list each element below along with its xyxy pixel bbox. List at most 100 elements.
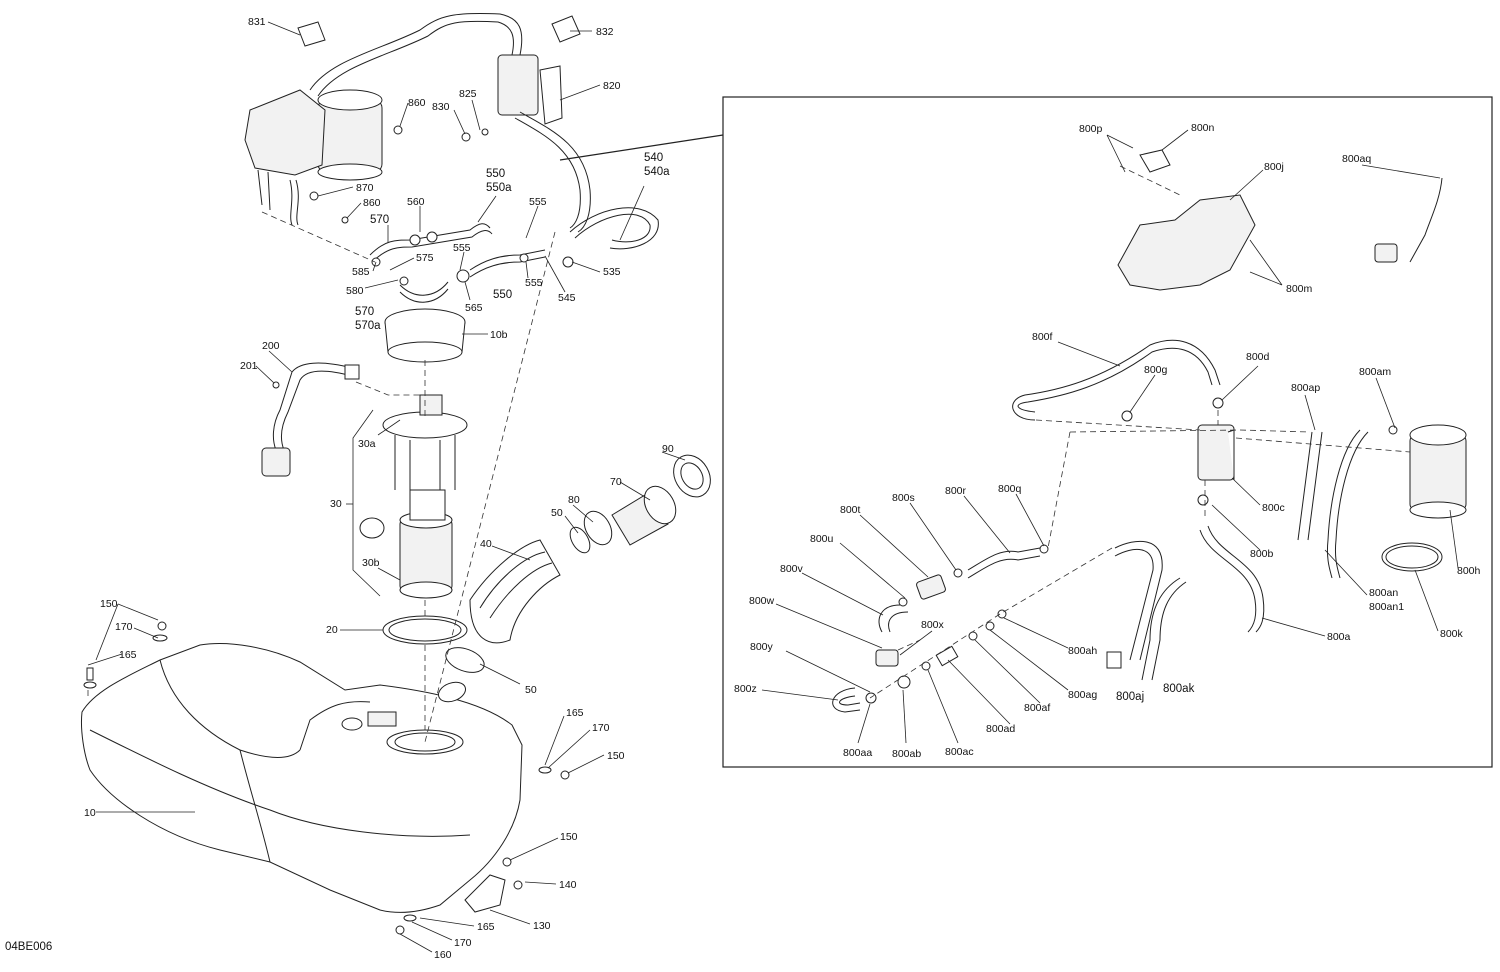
callout-800n: 800n: [1191, 122, 1215, 134]
callout-800ad: 800ad: [986, 723, 1015, 735]
callout-30a: 30a: [358, 438, 376, 450]
callout-165b: 165: [566, 707, 584, 719]
callout-800f: 800f: [1032, 331, 1053, 343]
callout-800v: 800v: [780, 563, 804, 575]
callout-832: 832: [596, 26, 614, 38]
callout-870: 870: [356, 182, 374, 194]
fuel-pump-30: [359, 394, 468, 599]
callouts-inset: 800p 800n 800j 800aq 800m 800f 800g 800d…: [734, 122, 1481, 760]
callout-550: 550: [486, 168, 505, 180]
fasteners-top: [272, 125, 489, 389]
callout-800ab: 800ab: [892, 748, 921, 760]
callout-800y: 800y: [750, 641, 774, 653]
callout-550b: 550: [493, 289, 512, 301]
callout-800aj: 800aj: [1116, 691, 1144, 703]
callout-80: 80: [568, 494, 580, 506]
callout-165c: 165: [477, 921, 495, 933]
callout-550a: 550a: [486, 182, 512, 194]
diagram-code: 04BE006: [5, 941, 52, 953]
inset-hose-800f: [1012, 339, 1221, 421]
callout-860: 860: [408, 97, 426, 109]
callout-820: 820: [603, 80, 621, 92]
callout-800m: 800m: [1286, 283, 1313, 295]
callout-800p: 800p: [1079, 123, 1103, 135]
callout-170: 170: [115, 621, 133, 633]
callout-130: 130: [533, 920, 551, 932]
tank-hardware: [83, 621, 570, 935]
callout-201: 201: [240, 360, 258, 372]
inset-hoses-800ap-800an: [1297, 429, 1369, 579]
callout-800a: 800a: [1327, 631, 1351, 643]
hose-fittings-row: [369, 223, 574, 303]
callout-800c: 800c: [1262, 502, 1285, 514]
inset-assembly-lines: [869, 165, 1411, 699]
filler-hose-40: [469, 539, 561, 644]
callout-575: 575: [416, 252, 434, 264]
callout-555b: 555: [453, 242, 471, 254]
inset-harness-800aq: [1374, 177, 1443, 263]
callout-800b: 800b: [1250, 548, 1274, 560]
callout-50b: 50: [525, 684, 537, 696]
callout-565: 565: [465, 302, 483, 314]
inset-hose-800r: [967, 547, 1041, 579]
callout-50: 50: [551, 507, 563, 519]
assembly-lines-main: [87, 211, 556, 743]
callout-150: 150: [100, 598, 118, 610]
callout-20: 20: [326, 624, 338, 636]
inset-hoses-800aj-800ak: [1106, 540, 1187, 681]
purge-valve-820: [497, 54, 563, 125]
bracket-831: [297, 21, 326, 47]
callout-800x: 800x: [921, 619, 945, 631]
callout-560: 560: [407, 196, 425, 208]
callout-800aq: 800aq: [1342, 153, 1371, 165]
callout-800af: 800af: [1024, 702, 1050, 714]
fuel-cap-90: [673, 454, 711, 498]
callout-545: 545: [558, 292, 576, 304]
callout-860b: 860: [363, 197, 381, 209]
callout-800d: 800d: [1246, 351, 1270, 363]
canister-assembly: [244, 89, 383, 226]
hose-540: [514, 111, 659, 250]
callout-800an: 800an: [1369, 587, 1398, 599]
callout-800am: 800am: [1359, 366, 1391, 378]
lock-ring-10b: [384, 308, 466, 363]
callout-535: 535: [603, 266, 621, 278]
callout-170c: 170: [454, 937, 472, 949]
callout-800u: 800u: [810, 533, 834, 545]
leader-lines-main: [87, 21, 686, 953]
callout-800j: 800j: [1264, 161, 1284, 173]
callout-10: 10: [84, 807, 96, 819]
inset-pointer-line: [559, 134, 724, 161]
callout-800g: 800g: [1144, 364, 1168, 376]
callout-825: 825: [459, 88, 477, 100]
bracket-832: [551, 15, 581, 43]
callout-800ah: 800ah: [1068, 645, 1097, 657]
inset-strap-800k: [1381, 542, 1443, 572]
callout-165: 165: [119, 649, 137, 661]
callout-831: 831: [248, 16, 266, 28]
inset-hose-800z: [832, 687, 861, 713]
inset-valve-800c: [1197, 424, 1235, 481]
callout-800w: 800w: [749, 595, 775, 607]
callout-800ap: 800ap: [1291, 382, 1320, 394]
callout-800q: 800q: [998, 483, 1022, 495]
callout-150c: 150: [560, 831, 578, 843]
inset-valve-800x: [875, 649, 899, 667]
inset-hose-800w: [878, 604, 909, 633]
callout-555: 555: [529, 196, 547, 208]
callout-800aa: 800aa: [843, 747, 872, 759]
callout-570a: 570a: [355, 320, 381, 332]
callout-30b: 30b: [362, 557, 380, 569]
callout-800z: 800z: [734, 683, 757, 695]
callout-800h: 800h: [1457, 565, 1481, 577]
callout-800ag: 800ag: [1068, 689, 1097, 701]
callout-90: 90: [662, 443, 674, 455]
inset-canister-800h: [1409, 424, 1467, 519]
callout-540a: 540a: [644, 166, 670, 178]
callout-30: 30: [330, 498, 342, 510]
callout-160: 160: [434, 949, 452, 961]
callout-200: 200: [262, 340, 280, 352]
clamp-80: [583, 510, 613, 546]
vent-hose-top: [309, 12, 523, 97]
